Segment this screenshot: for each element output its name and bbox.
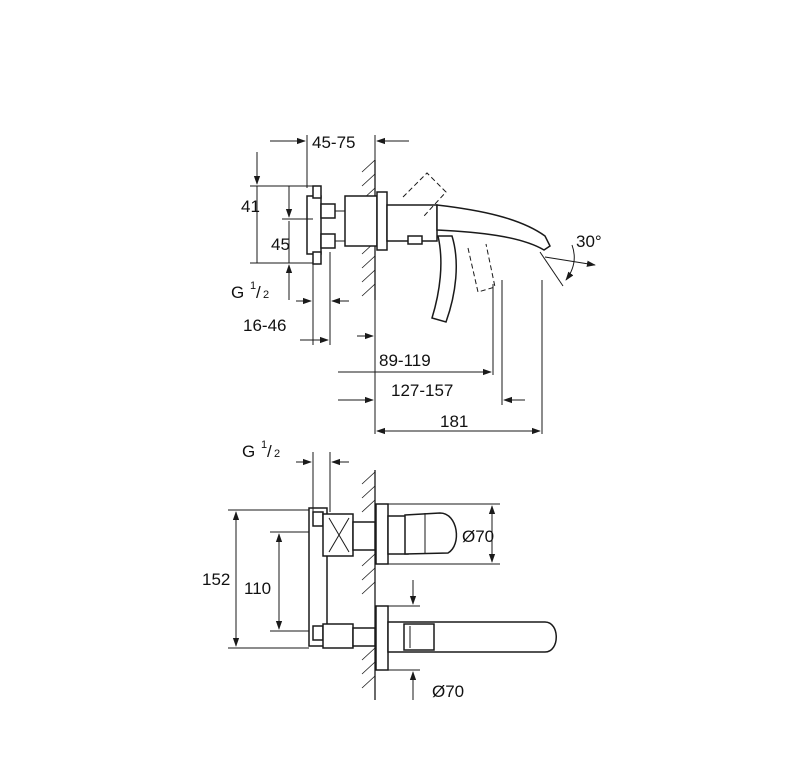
dim-lower-diameter [388, 580, 420, 700]
label-spout-angle: 30° [576, 232, 602, 251]
label-thread-slash: / [256, 283, 261, 302]
label-front-thread-slash: / [267, 442, 272, 461]
label-mount-depth: 16-46 [243, 316, 286, 335]
label-lower-diameter: Ø70 [432, 682, 464, 701]
label-inner-height: 110 [244, 579, 271, 598]
rosette-side [376, 191, 388, 251]
wall-front [361, 470, 376, 700]
dim-mount-depth [296, 252, 349, 345]
concealed-body-side [306, 185, 378, 265]
side-view: 45-75 41 45 G 1 / 2 16-46 89-119 127-157… [231, 133, 602, 435]
dim-upper-diameter [388, 503, 500, 565]
label-front-thread-num: 1 [261, 439, 267, 451]
label-upper-diameter: Ø70 [462, 527, 494, 546]
label-front-thread-den: 2 [274, 448, 280, 460]
label-front-thread-g: G [242, 442, 255, 461]
label-lower-height: 45 [271, 235, 290, 254]
dim-thread-front [296, 452, 349, 512]
lever-tilted-position [467, 243, 496, 293]
label-upper-height: 41 [241, 197, 260, 216]
angle-indicator [539, 244, 596, 287]
label-thread-den: 2 [263, 289, 269, 301]
label-thread-g: G [231, 283, 244, 302]
dim-flange-depth [270, 135, 409, 188]
spout-side [436, 204, 551, 251]
dim-reach [338, 280, 543, 435]
handle-lever [431, 235, 457, 323]
dim-heights-front [228, 509, 309, 649]
label-flange-depth: 45-75 [312, 133, 355, 152]
lever-open-position [402, 172, 447, 217]
lower-rosette-spout [375, 605, 557, 671]
label-thread-num: 1 [250, 280, 256, 292]
label-reach-mid: 127-157 [391, 381, 453, 400]
label-total-height: 152 [202, 570, 230, 589]
upper-rosette-handle [375, 503, 458, 565]
label-reach-short: 89-119 [379, 351, 431, 370]
front-view: G 1 / 2 152 110 Ø70 Ø70 [202, 439, 557, 701]
mixer-body-side [386, 204, 438, 245]
label-reach-full: 181 [440, 412, 468, 431]
dim-vertical-side [250, 152, 313, 300]
concealed-valve-front [308, 507, 376, 649]
